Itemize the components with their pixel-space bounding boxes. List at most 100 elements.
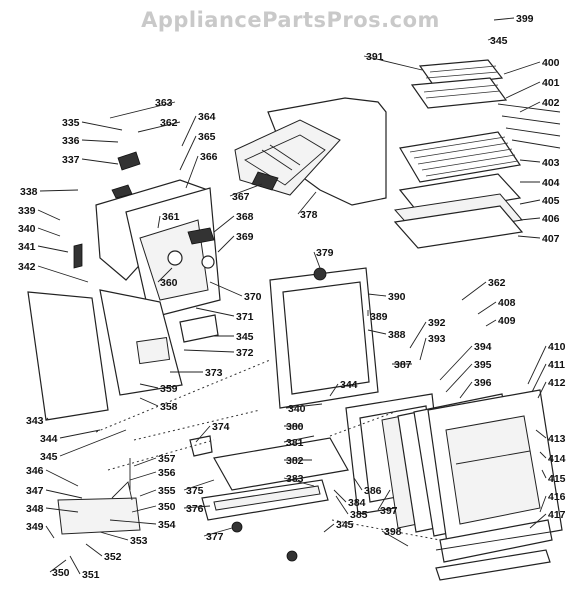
callout-359: 359	[160, 383, 178, 395]
callout-362: 362	[488, 277, 506, 289]
callout-356: 356	[158, 467, 176, 479]
leader-line-388	[367, 329, 387, 335]
callout-366: 366	[200, 151, 218, 163]
callout-397: 397	[380, 505, 398, 517]
leader-line-347	[45, 489, 83, 499]
callout-411: 411	[548, 359, 565, 371]
callout-394: 394	[474, 341, 492, 353]
callout-336: 336	[62, 135, 80, 147]
callout-371: 371	[236, 311, 254, 323]
leader-line-377	[203, 527, 233, 537]
callout-338: 338	[20, 186, 38, 198]
callout-344: 344	[340, 379, 358, 391]
callout-361: 361	[162, 211, 180, 223]
callout-351: 351	[82, 569, 100, 581]
callout-413: 413	[548, 433, 566, 445]
callout-384: 384	[348, 497, 366, 509]
callout-353: 353	[130, 535, 148, 547]
callout-400: 400	[542, 57, 560, 69]
leader-line-340	[37, 227, 61, 237]
leader-line-408	[477, 301, 497, 315]
callout-378: 378	[300, 209, 318, 221]
callout-347: 347	[26, 485, 44, 497]
callout-414: 414	[548, 453, 566, 465]
leader-line-391	[363, 55, 423, 71]
alignment-dashes	[95, 359, 441, 541]
leader-line-344	[329, 383, 339, 397]
leader-line-338	[39, 189, 79, 192]
callout-388: 388	[388, 329, 406, 341]
leader-line-350	[131, 505, 157, 513]
callout-365: 365	[198, 131, 216, 143]
control-panel-assembly	[73, 151, 221, 319]
leader-line-402	[519, 101, 541, 113]
leader-line-345	[59, 429, 127, 457]
callout-385: 385	[350, 509, 368, 521]
leader-line-337	[81, 158, 119, 165]
watermark: AppliancePartsPros.com	[141, 8, 440, 32]
leader-line-358	[139, 397, 159, 407]
callout-404: 404	[542, 177, 560, 189]
callout-342: 342	[18, 261, 36, 273]
broiler-rack-assembly	[393, 59, 561, 249]
leader-line-379	[313, 251, 321, 269]
leader-line-361	[157, 215, 161, 229]
callout-417: 417	[548, 509, 566, 521]
leader-line-401	[505, 81, 541, 99]
leader-line-364	[181, 115, 197, 147]
leader-line-392	[409, 321, 427, 349]
leader-line-339	[37, 209, 61, 221]
leader-line-375	[183, 479, 215, 491]
callout-370: 370	[244, 291, 262, 303]
leader-line-413	[535, 429, 547, 439]
callout-395: 395	[474, 359, 492, 371]
leader-line-357	[133, 457, 157, 467]
leader-line-362	[137, 121, 181, 133]
leader-line-363	[109, 101, 176, 119]
callout-373: 373	[205, 367, 223, 379]
leader-line-398	[381, 530, 409, 547]
callout-marks: 3353363373383393403403413423433443443453…	[18, 13, 566, 581]
callout-352: 352	[104, 551, 122, 563]
leader-line-414	[539, 451, 547, 459]
callout-349: 349	[26, 521, 44, 533]
callout-346: 346	[26, 465, 44, 477]
callout-344: 344	[40, 433, 58, 445]
callout-399: 399	[516, 13, 534, 25]
callout-389: 389	[370, 311, 388, 323]
callout-402: 402	[542, 97, 560, 109]
callout-405: 405	[542, 195, 560, 207]
leader-line-345	[487, 37, 495, 41]
leader-line-415	[541, 469, 547, 479]
leader-line-348	[45, 507, 79, 513]
callout-369: 369	[236, 231, 254, 243]
callout-381: 381	[286, 437, 304, 449]
callout-408: 408	[498, 297, 516, 309]
callout-387: 387	[394, 359, 412, 371]
callout-416: 416	[548, 491, 566, 503]
leader-line-393	[419, 337, 427, 361]
leader-line-384	[333, 489, 347, 503]
leader-line-396	[459, 381, 473, 399]
leader-line-341	[37, 245, 69, 253]
callout-358: 358	[160, 401, 178, 413]
leader-line-351	[69, 555, 81, 575]
leader-line-368	[213, 215, 235, 233]
callout-398: 398	[384, 526, 402, 538]
callout-364: 364	[198, 111, 216, 123]
callout-382: 382	[286, 455, 304, 467]
callout-380: 380	[286, 421, 304, 433]
callout-376: 376	[186, 503, 204, 515]
callout-345: 345	[40, 451, 58, 463]
leader-line-340	[285, 403, 323, 409]
leader-line-406	[519, 217, 541, 221]
leader-line-354	[109, 519, 157, 525]
leader-line-350	[49, 559, 67, 573]
leader-line-405	[519, 199, 541, 205]
callout-335: 335	[62, 117, 80, 129]
callout-350: 350	[158, 501, 176, 513]
callout-409: 409	[498, 315, 516, 327]
callout-345: 345	[336, 519, 354, 531]
callout-396: 396	[474, 377, 492, 389]
callout-401: 401	[542, 77, 560, 89]
